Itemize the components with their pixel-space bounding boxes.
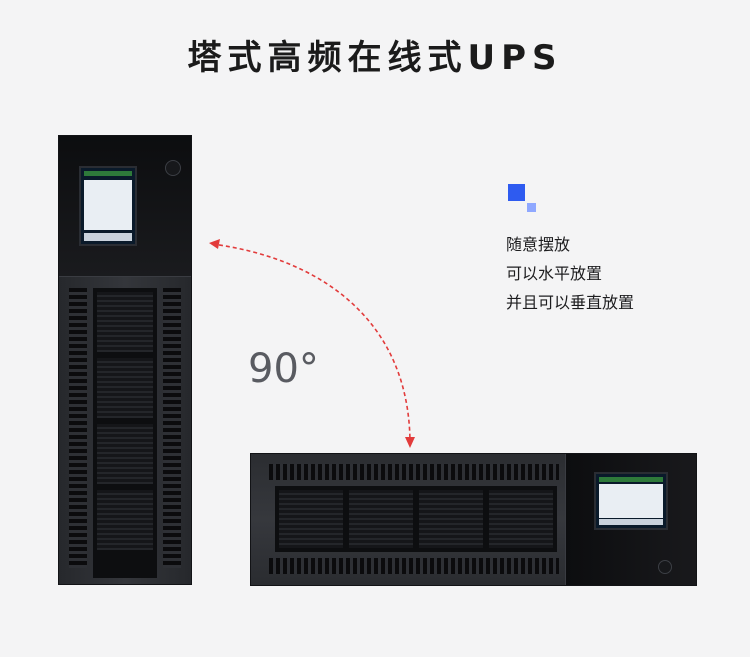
feature-item: 并且可以垂直放置 — [506, 293, 635, 312]
feature-list: 随意摆放 可以水平放置 并且可以垂直放置 — [506, 230, 634, 317]
rack-ups-image — [250, 453, 697, 586]
arrow-head-left-icon — [209, 239, 220, 249]
tower-power-button — [165, 160, 181, 176]
tower-lcd-screen — [79, 166, 137, 246]
rack-power-button — [658, 560, 672, 574]
rack-front-panel — [565, 454, 696, 585]
rotation-arc — [211, 243, 411, 445]
tower-vent-left — [69, 288, 87, 568]
angle-label: 90° — [248, 346, 319, 392]
rack-lcd-screen — [594, 472, 668, 530]
feature-marker-small-icon — [527, 203, 536, 212]
page-title: 塔式高频在线式UPS — [187, 38, 563, 78]
rack-center-grill — [275, 486, 557, 552]
rack-vent-top — [269, 464, 559, 480]
tower-vent-right — [163, 288, 181, 568]
rack-vent-bottom — [269, 558, 559, 574]
tower-ups-image — [58, 135, 192, 585]
feature-item: 随意摆放 — [506, 235, 571, 254]
tower-center-grill — [93, 288, 157, 578]
tower-front-panel — [59, 136, 191, 277]
feature-item: 可以水平放置 — [506, 264, 603, 283]
feature-marker-icon — [508, 184, 525, 201]
arrow-head-down-icon — [405, 437, 415, 448]
